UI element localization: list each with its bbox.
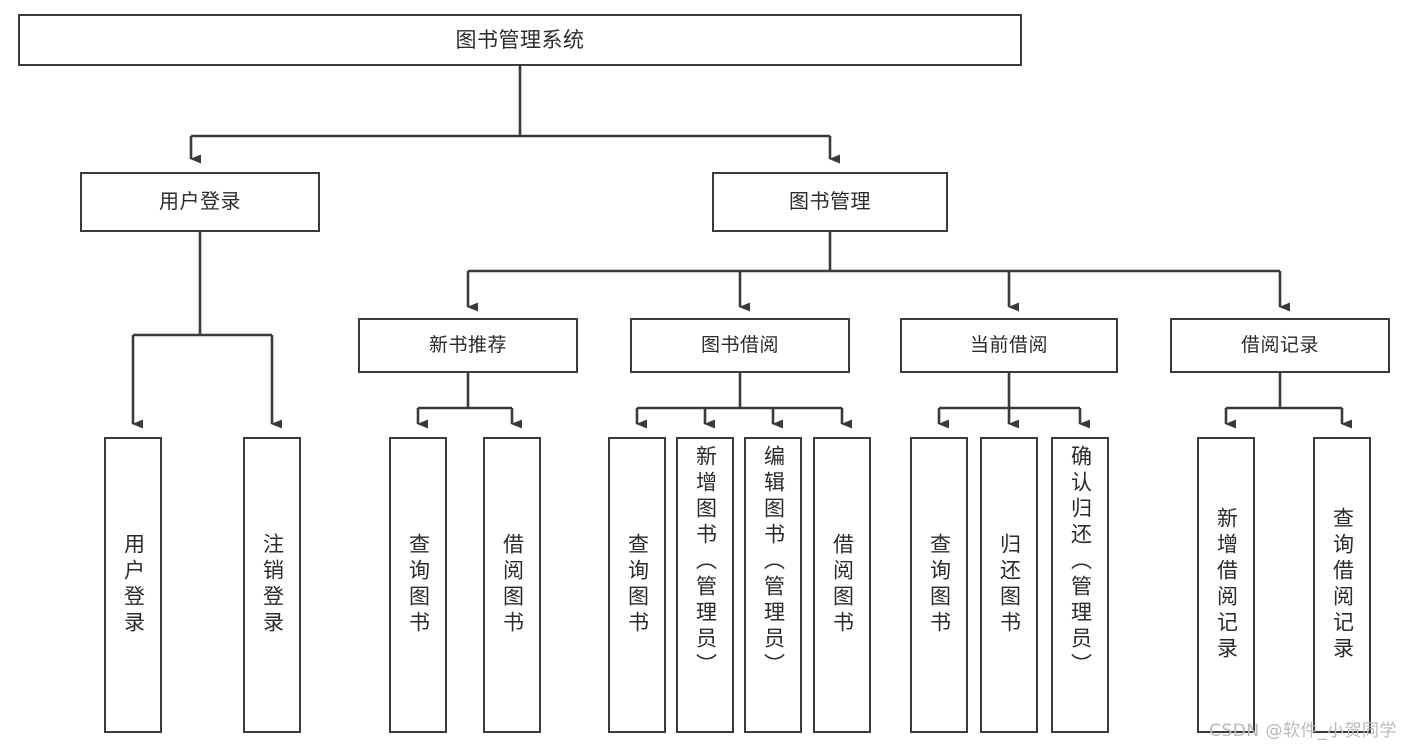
leaf-new-book-borrow-book[interactable]: 借阅图书: [483, 437, 541, 733]
node-label: 确认归还（管理员）: [1068, 445, 1093, 679]
node-label: 用户登录: [121, 533, 146, 637]
node-new-book-recommendation[interactable]: 新书推荐: [358, 318, 578, 373]
leaf-book-borrow-edit-book-admin[interactable]: 编辑图书（管理员）: [744, 437, 802, 733]
node-current-borrowing[interactable]: 当前借阅: [900, 318, 1118, 373]
leaf-book-borrow-query-book[interactable]: 查询图书: [608, 437, 666, 733]
node-user-login[interactable]: 用户登录: [80, 172, 320, 232]
node-book-management[interactable]: 图书管理: [712, 172, 948, 232]
leaf-book-borrow-borrow-book[interactable]: 借阅图书: [813, 437, 871, 733]
node-root-book-management-system[interactable]: 图书管理系统: [18, 14, 1022, 66]
node-label: 查询图书: [927, 533, 952, 637]
node-label: 新增图书（管理员）: [693, 445, 718, 679]
leaf-current-borrow-return-book[interactable]: 归还图书: [980, 437, 1038, 733]
node-borrowing-record[interactable]: 借阅记录: [1170, 318, 1390, 373]
leaf-current-borrow-confirm-return-admin[interactable]: 确认归还（管理员）: [1051, 437, 1109, 733]
node-label: 查询借阅记录: [1330, 507, 1355, 663]
node-label: 借阅图书: [500, 533, 525, 637]
node-label: 新书推荐: [428, 334, 507, 357]
node-label: 当前借阅: [969, 334, 1048, 357]
leaf-book-borrow-add-book-admin[interactable]: 新增图书（管理员）: [676, 437, 734, 733]
csdn-watermark: CSDN @软件_小贺同学: [1209, 721, 1397, 741]
leaf-user-login-logout[interactable]: 注销登录: [243, 437, 301, 733]
node-label: 用户登录: [159, 189, 241, 214]
node-label: 借阅记录: [1240, 334, 1319, 357]
node-book-borrowing[interactable]: 图书借阅: [630, 318, 850, 373]
leaf-current-borrow-query-book[interactable]: 查询图书: [910, 437, 968, 733]
node-label: 图书管理系统: [455, 27, 585, 52]
node-label: 编辑图书（管理员）: [761, 445, 786, 679]
node-label: 注销登录: [260, 533, 285, 637]
node-label: 借阅图书: [830, 533, 855, 637]
leaf-user-login-login[interactable]: 用户登录: [104, 437, 162, 733]
node-label: 查询图书: [625, 533, 650, 637]
node-label: 归还图书: [997, 533, 1022, 637]
node-label: 查询图书: [406, 533, 431, 637]
node-label: 图书管理: [789, 189, 871, 214]
node-label: 图书借阅: [700, 334, 779, 357]
leaf-borrow-record-query-record[interactable]: 查询借阅记录: [1313, 437, 1371, 733]
node-label: 新增借阅记录: [1214, 507, 1239, 663]
leaf-borrow-record-add-record[interactable]: 新增借阅记录: [1197, 437, 1255, 733]
leaf-new-book-query-book[interactable]: 查询图书: [389, 437, 447, 733]
